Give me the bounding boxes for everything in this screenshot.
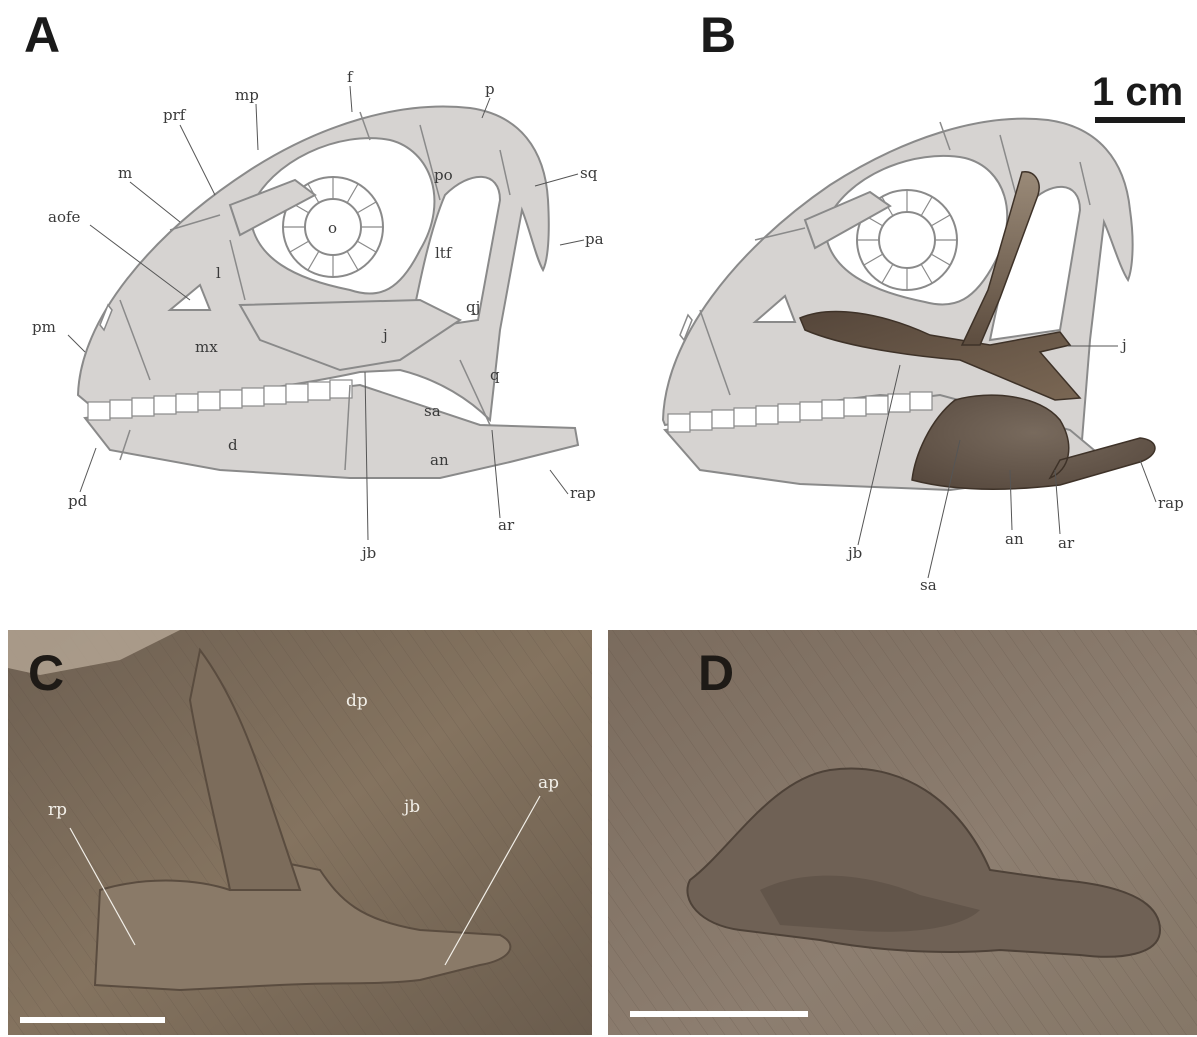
skull-b-sclerotic-inner xyxy=(879,212,935,268)
label-a-sq: sq xyxy=(580,164,598,182)
label-b-j: j xyxy=(1120,336,1127,354)
label-b-an: an xyxy=(1005,530,1024,548)
label-c-jb: jb xyxy=(402,797,420,817)
scale-bar xyxy=(1095,117,1185,123)
panel-b-skull-reconstruction: j rap an ar jb sa xyxy=(663,117,1185,594)
label-a-pd: pd xyxy=(68,492,88,510)
label-a-f: f xyxy=(347,68,354,86)
specimen-b-jugal-boss xyxy=(912,395,1155,489)
label-a-an: an xyxy=(430,451,449,469)
panel-d-photo xyxy=(608,630,1197,1035)
panel-label-c: C xyxy=(28,648,64,698)
label-a-mp: mp xyxy=(235,86,259,104)
label-a-pa: pa xyxy=(585,230,604,248)
label-a-p: p xyxy=(485,80,495,98)
label-a-ltf: ltf xyxy=(435,244,453,262)
label-a-sa: sa xyxy=(424,402,441,420)
label-c-rp: rp xyxy=(48,800,67,820)
label-a-q: q xyxy=(490,366,500,384)
label-a-rap: rap xyxy=(570,484,596,502)
panel-a-skull-drawing: prf mp f p m po sq aofe o pa l ltf qj pm… xyxy=(32,68,604,562)
label-a-qj: qj xyxy=(466,298,480,316)
label-a-d: d xyxy=(228,436,238,454)
label-a-o: o xyxy=(328,219,337,237)
label-a-pm: pm xyxy=(32,318,56,336)
scale-bar-c xyxy=(20,1017,165,1023)
scale-bar-d xyxy=(630,1011,808,1017)
label-a-prf: prf xyxy=(163,106,187,124)
label-a-jb: jb xyxy=(360,544,376,562)
label-a-po: po xyxy=(434,166,453,184)
label-a-m: m xyxy=(118,164,132,182)
label-b-ar: ar xyxy=(1058,534,1075,552)
label-b-sa: sa xyxy=(920,576,937,594)
label-a-mx: mx xyxy=(195,338,218,356)
label-b-rap: rap xyxy=(1158,494,1184,512)
label-c-ap: ap xyxy=(538,773,559,793)
label-a-aofe: aofe xyxy=(48,208,81,226)
label-a-ar: ar xyxy=(498,516,515,534)
panel-c-photo: dp rp jb ap xyxy=(8,630,592,1035)
label-a-l: l xyxy=(216,264,221,282)
label-c-dp: dp xyxy=(346,691,368,711)
label-b-jb: jb xyxy=(846,544,862,562)
panel-label-d: D xyxy=(698,648,734,698)
